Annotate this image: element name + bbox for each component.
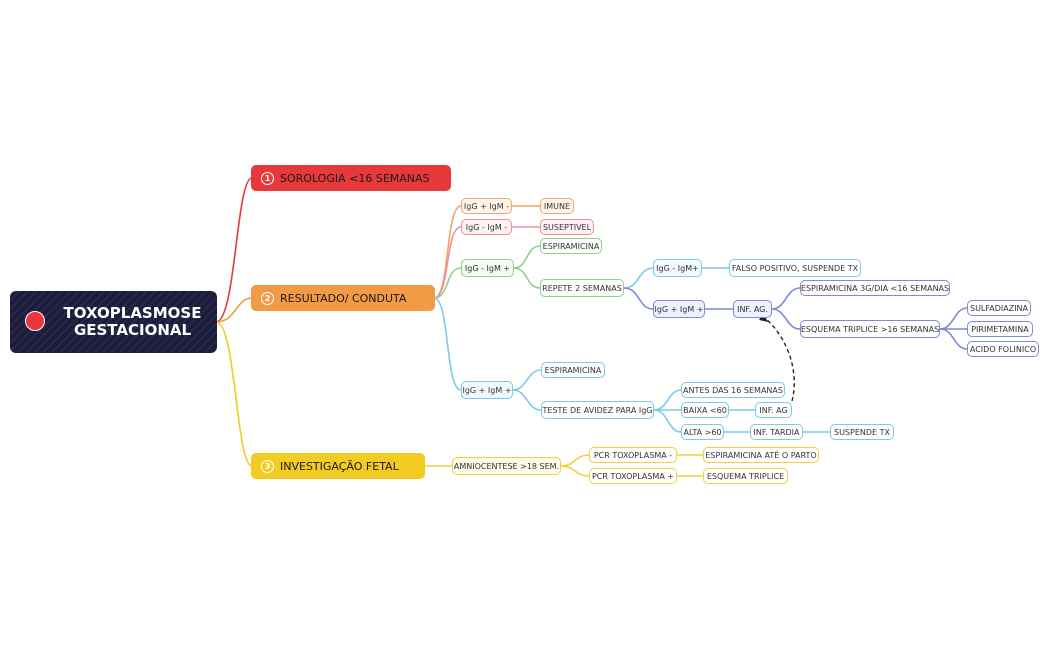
number-badge: 2	[261, 291, 274, 305]
node-suspende-tx[interactable]: SUSPENDE TX	[830, 424, 894, 440]
node-inf-ag-1[interactable]: INF. AG.	[733, 300, 772, 318]
node-inf-tardia[interactable]: INF. TARDIA	[750, 424, 803, 440]
node-espiramicina-ate-parto[interactable]: ESPIRAMICINA ATÉ O PARTO	[703, 447, 819, 463]
node-espiramicina-3g[interactable]: ESPIRAMICINA 3G/DIA <16 SEMANAS	[800, 280, 950, 296]
node-imune[interactable]: IMUNE	[540, 198, 574, 214]
node-igg-neg-igm-pos[interactable]: IgG - IgM +	[461, 259, 514, 277]
node-pcr-pos[interactable]: PCR TOXOPLASMA +	[589, 468, 677, 484]
node-espiramicina-1[interactable]: ESPIRAMICINA	[540, 238, 602, 254]
node-repeat-igg-neg-igm-pos[interactable]: IgG - IgM+	[653, 259, 702, 277]
number-badge: 1	[261, 171, 274, 185]
node-igg-pos-igm-neg[interactable]: IgG + IgM -	[461, 198, 512, 214]
node-drug-sulfadiazina[interactable]: SULFADIAZINA	[967, 300, 1031, 316]
number-badge: 3	[261, 459, 274, 473]
branch-label: RESULTADO/ CONDUTA	[280, 291, 407, 305]
node-igg-pos-igm-pos[interactable]: IgG + IgM +	[461, 381, 513, 399]
node-antes-16-semanas[interactable]: ANTES DAS 16 SEMANAS	[681, 382, 785, 398]
node-teste-avidez[interactable]: TESTE DE AVIDEZ PARA IgG	[541, 401, 654, 419]
node-falso-positivo[interactable]: FALSO POSITIVO, SUSPENDE TX	[729, 259, 861, 277]
node-esquema-triplice[interactable]: ESQUEMA TRIPLICE	[703, 468, 788, 484]
node-repeat-igg-pos-igm-pos[interactable]: IgG + IgM +	[653, 300, 705, 318]
branch-label: INVESTIGAÇÃO FETAL	[280, 459, 399, 473]
branch-sorologia[interactable]: 1 SOROLOGIA <16 SEMANAS	[251, 165, 451, 191]
branch-resultado[interactable]: 2 RESULTADO/ CONDUTA	[251, 285, 435, 311]
node-igg-neg-igm-neg[interactable]: IgG - IgM -	[461, 219, 512, 235]
node-baixa-60[interactable]: BAIXA <60	[681, 402, 729, 418]
node-suseptivel[interactable]: SUSEPTIVEL	[540, 219, 594, 235]
red-circle-icon	[25, 311, 45, 331]
root-title-line1: TOXOPLASMOSE	[63, 304, 202, 322]
node-drug-acido-folinico[interactable]: ACIDO FOLINICO	[967, 341, 1039, 357]
node-pcr-neg[interactable]: PCR TOXOPLASMA -	[589, 447, 677, 463]
node-amniocentese[interactable]: AMNIOCENTESE >18 SEM.	[452, 457, 561, 475]
root-title-line2: GESTACIONAL	[73, 321, 192, 339]
node-espiramicina-2[interactable]: ESPIRAMICINA	[541, 362, 605, 378]
node-drug-pirimetamina[interactable]: PIRIMETAMINA	[967, 321, 1033, 337]
root-node[interactable]: TOXOPLASMOSE GESTACIONAL	[10, 291, 217, 353]
node-inf-ag-2[interactable]: INF. AG	[755, 402, 792, 418]
branch-investigacao[interactable]: 3 INVESTIGAÇÃO FETAL	[251, 453, 425, 479]
branch-label: SOROLOGIA <16 SEMANAS	[280, 171, 430, 185]
node-esquema-triplice-16[interactable]: ESQUEMA TRIPLICE >16 SEMANAS	[800, 320, 940, 338]
node-repete-2-semanas[interactable]: REPETE 2 SEMANAS	[540, 279, 624, 297]
node-alta-60[interactable]: ALTA >60	[681, 424, 724, 440]
